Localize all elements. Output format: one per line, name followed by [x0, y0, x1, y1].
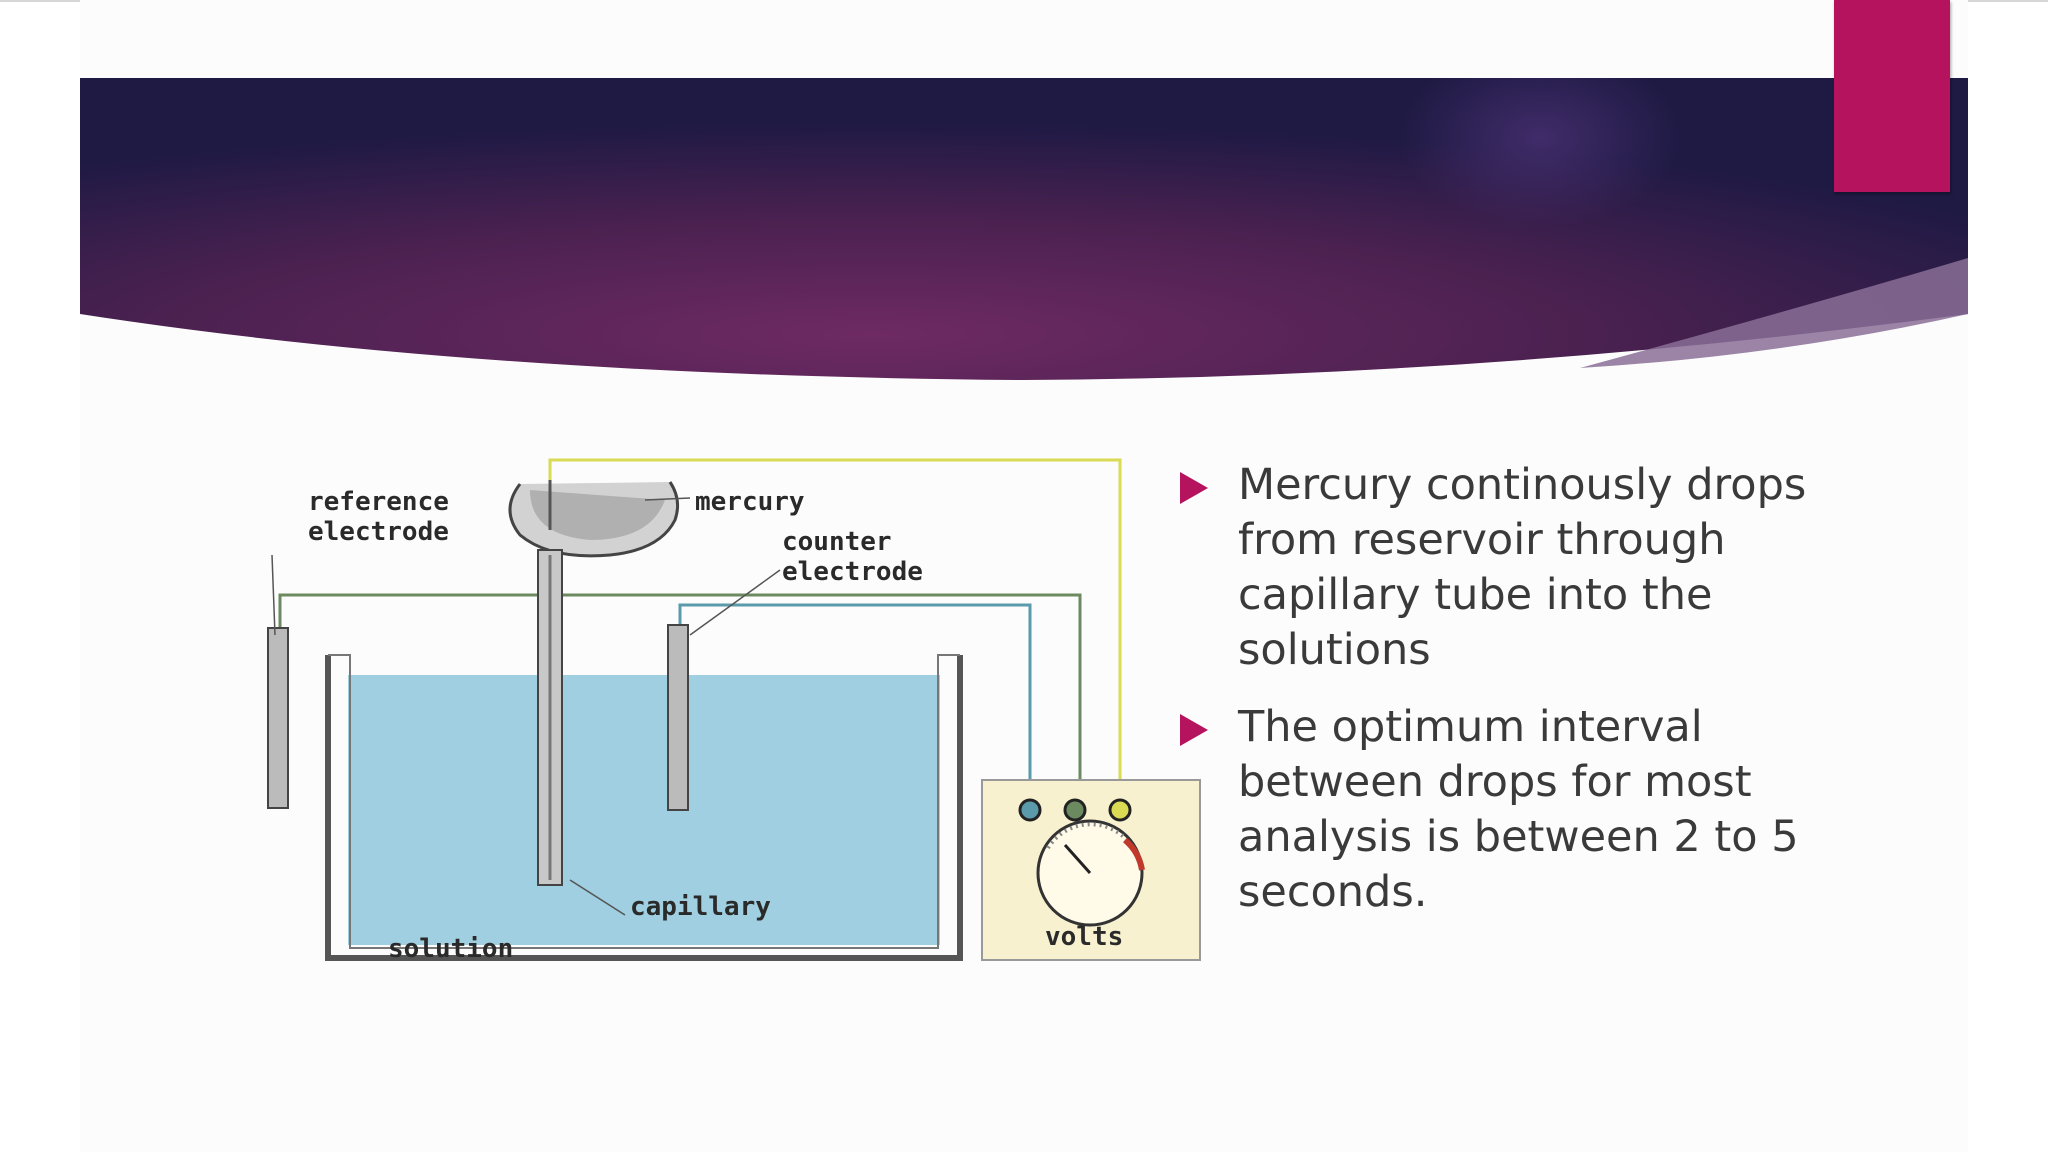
solution-liquid	[348, 675, 940, 945]
terminal-blue	[1018, 798, 1042, 822]
counter-electrode	[667, 624, 689, 811]
wire-green	[278, 593, 1082, 810]
accent-tab	[1834, 0, 1950, 192]
label-solution: solution	[388, 934, 513, 964]
reference-electrode	[267, 627, 289, 809]
label-volts: volts	[1045, 922, 1123, 952]
terminal-yellow	[1108, 798, 1132, 822]
label-reference-electrode: electrode	[308, 517, 449, 547]
bullet-list: Mercury continously drops from reservoir…	[1180, 458, 1880, 942]
triangle-bullet-icon	[1180, 472, 1208, 504]
triangle-bullet-icon	[1180, 714, 1208, 746]
label-reference: reference	[308, 487, 449, 517]
terminal-green	[1063, 798, 1087, 822]
beaker	[325, 655, 963, 961]
wire-blue	[678, 603, 1032, 810]
bullet-text: The optimum interval between drops for m…	[1238, 702, 1799, 917]
bullet-item: The optimum interval between drops for m…	[1180, 700, 1880, 920]
label-mercury: mercury	[695, 487, 805, 517]
presentation-slide: reference electrode mercury counter elec…	[80, 0, 1968, 1152]
label-capillary: capillary	[630, 892, 771, 922]
label-counter-electrode: electrode	[782, 557, 923, 587]
label-counter: counter	[782, 527, 892, 557]
polarograph-diagram: reference electrode mercury counter elec…	[230, 440, 1230, 980]
bullet-item: Mercury continously drops from reservoir…	[1180, 458, 1880, 678]
meter-needle	[1063, 844, 1092, 874]
bullet-text: Mercury continously drops from reservoir…	[1238, 460, 1807, 675]
header-banner	[80, 78, 1968, 380]
